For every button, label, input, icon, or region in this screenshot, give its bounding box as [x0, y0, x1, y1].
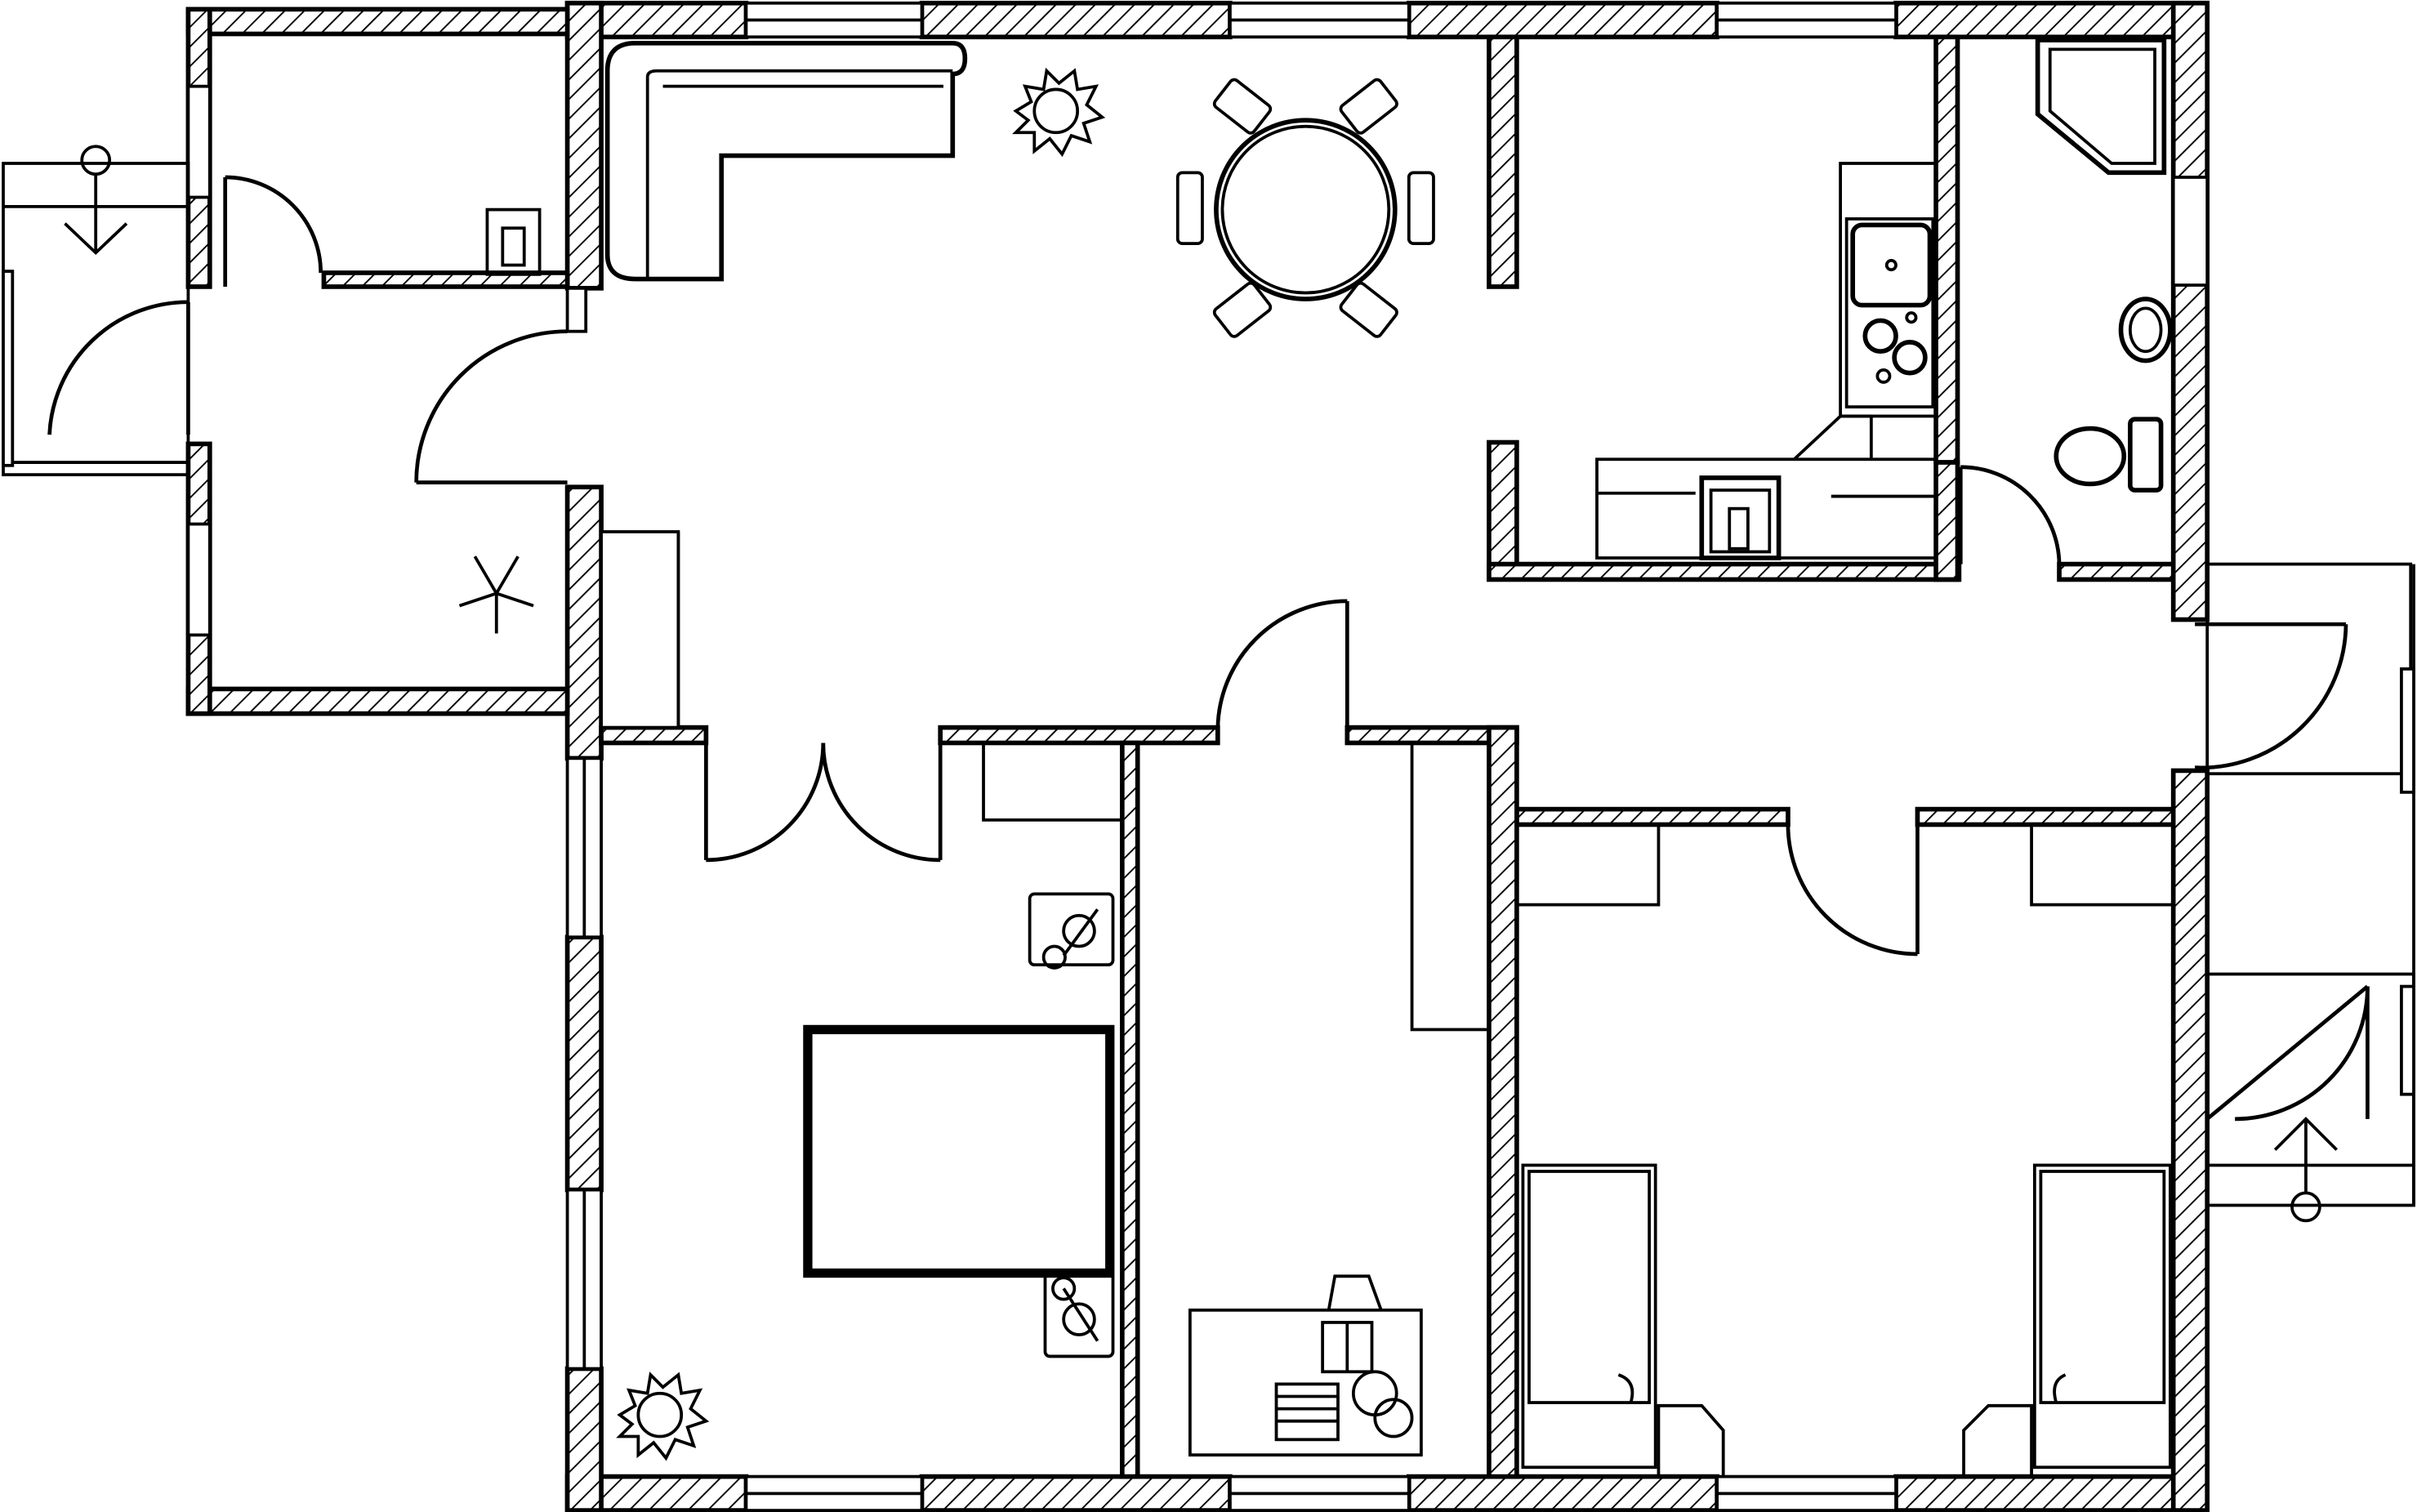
ceiling-fan-icon: [458, 555, 534, 634]
wall-top-2: [919, 0, 1233, 40]
round-dining-table: [1214, 118, 1398, 301]
wall-bottom-2: [919, 1474, 1233, 1512]
kitchen-bottom-wall: [1487, 561, 1962, 582]
desk: [1188, 1308, 1423, 1457]
nightstand-kids: [1657, 1403, 2033, 1477]
living-closet: [600, 530, 680, 729]
doors: [47, 175, 2370, 1122]
wall-left-mid: [564, 484, 604, 761]
dining-chair: [1175, 78, 1435, 338]
wall-bottom-3: [1406, 1474, 1719, 1512]
wardrobe-study: [1410, 741, 1491, 1032]
vestibule-top-wall: [185, 7, 570, 37]
vestibule-bottom-wall: [185, 686, 570, 716]
vest-closet-wall: [321, 270, 570, 289]
door-side-entrance[interactable]: [2194, 622, 2348, 770]
l-shaped-sofa: [604, 41, 968, 282]
wardrobe-kids: [1514, 823, 2175, 907]
wall-right-lower: [2170, 768, 2210, 1512]
door-vestibule-closet[interactable]: [223, 175, 323, 287]
porch-right: [2205, 562, 2415, 1223]
door-right-lower[interactable]: [2205, 984, 2370, 1122]
kids-top-wall-1: [1514, 806, 1790, 827]
plant-icon: [1012, 67, 1106, 158]
entrance-arrow-icon: [64, 145, 128, 256]
interior-walls: [321, 34, 2176, 1479]
wall-top-3: [1406, 0, 1719, 40]
wardrobe-bedroom: [982, 741, 1124, 822]
door-front-entrance[interactable]: [47, 300, 190, 435]
exterior-walls: [185, 0, 2210, 1512]
bath-bottom-wall: [2057, 561, 2176, 582]
door-master-bedroom[interactable]: [704, 743, 943, 863]
single-bed-right: [2032, 1163, 2172, 1470]
kitchen-counter: [1595, 162, 1938, 560]
stove: [1862, 311, 1928, 384]
bath-left-wall-upper: [1933, 34, 1960, 465]
wall-left-upper: [564, 0, 604, 291]
study-kids-wall: [1487, 725, 1519, 1479]
bedroom-top-wall-2: [938, 725, 1220, 746]
vest-door-jamb: [565, 286, 588, 333]
vestibule-cabinet: [485, 207, 542, 276]
kitchen-sink: [1850, 222, 1933, 308]
plant-icon-bedroom: [616, 1372, 710, 1461]
wall-left-lower-2: [564, 1366, 604, 1512]
kitchen-wall-lower: [1487, 439, 1519, 581]
oven: [1699, 475, 1782, 560]
toilet: [2054, 417, 2164, 493]
entrance-arrow-icon-2: [2273, 1117, 2339, 1223]
plant-icon-bedroom-1: [1041, 944, 1067, 970]
nightstand: [1028, 892, 1115, 1358]
window-vestibule-2: [186, 522, 212, 637]
wall-bottom-4: [1893, 1474, 2210, 1512]
kitchen-wall-upper: [1487, 34, 1519, 289]
door-kids-bedroom[interactable]: [1786, 824, 1920, 957]
windows: [186, 1, 2210, 1512]
door-bathroom[interactable]: [1958, 465, 2062, 564]
window-vestibule: [186, 84, 212, 199]
door-study[interactable]: [1215, 599, 1349, 731]
porch-left: [2, 145, 190, 477]
double-bed: [803, 1024, 1115, 1278]
bedroom-top-wall-1: [599, 725, 709, 746]
plant-icon-bedroom-2: [1051, 1276, 1077, 1301]
single-bed-left: [1521, 1163, 1657, 1470]
office-chair: [1327, 1274, 1383, 1311]
door-living-entry[interactable]: [414, 329, 568, 484]
kids-top-wall-2: [1915, 806, 2176, 827]
wall-right-upper: [2170, 0, 2210, 622]
bedroom-study-wall: [1120, 740, 1140, 1479]
wall-top-4: [1893, 0, 2210, 40]
bathroom-sink: [2118, 297, 2173, 364]
window-bath: [2171, 176, 2210, 287]
corner-shower: [2035, 38, 2167, 176]
wall-left-lower-1: [564, 934, 604, 1193]
bath-left-wall-lower: [1933, 460, 1960, 582]
